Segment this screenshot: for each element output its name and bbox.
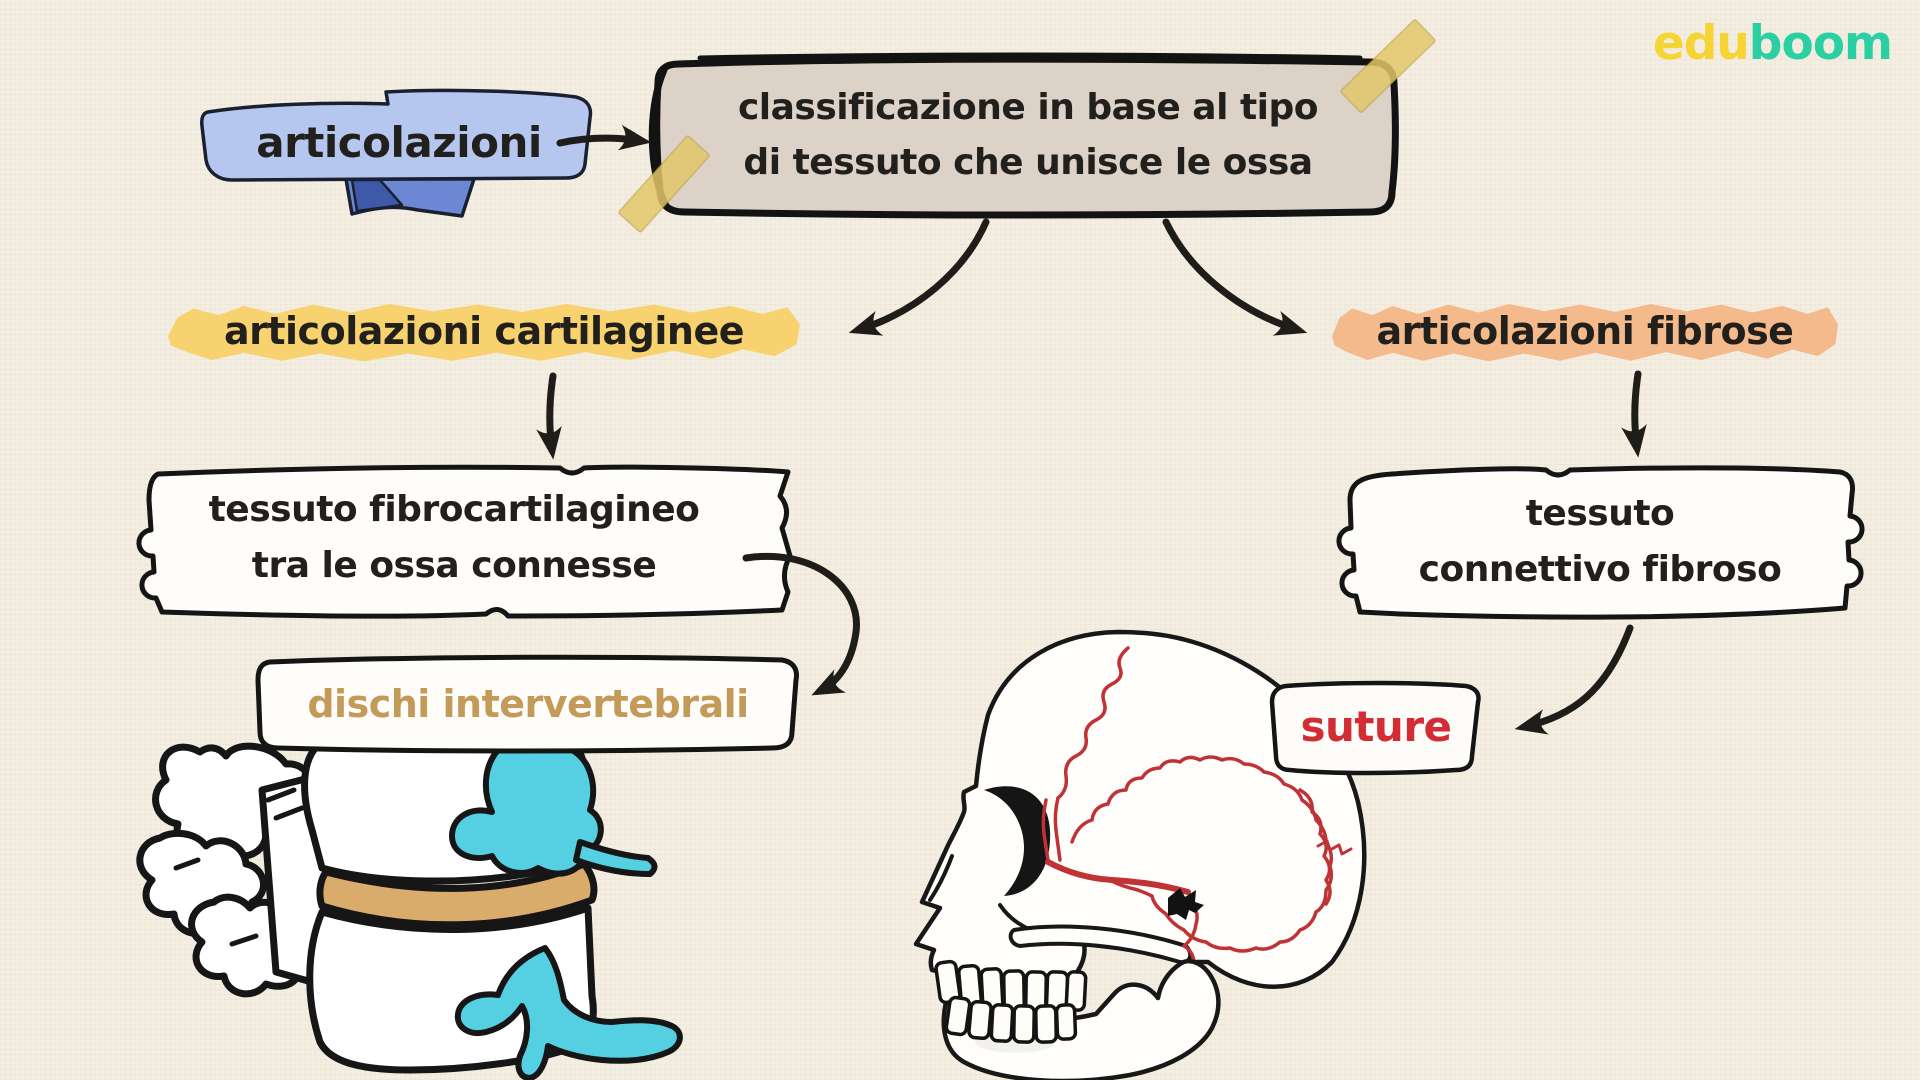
eye-socket	[984, 786, 1051, 896]
arrow-tissue-to-dischi	[742, 553, 860, 696]
dischi-intervertebrali-label: dischi intervertebrali	[307, 682, 749, 726]
spinal-nerves	[449, 739, 683, 1080]
tissue-fibrose-line2: connettivo fibroso	[1418, 549, 1782, 590]
arrow-root-to-classification	[556, 124, 652, 151]
tissue-fibrose-label: tessuto connettivo fibroso	[1356, 486, 1844, 598]
tissue-cartilaginee-line2: tra le ossa connesse	[251, 545, 657, 586]
fibrose-label: articolazioni fibrose	[1376, 309, 1794, 353]
logo-edu: edu	[1652, 16, 1750, 71]
classification-line1: classificazione in base al tipo	[737, 87, 1319, 128]
ear-canal-mark	[1168, 888, 1204, 920]
tissue-cartilaginee-label: tessuto fibrocartilagineo tra le ossa co…	[128, 482, 780, 594]
highlight-cartilaginee: articolazioni cartilaginee	[168, 303, 800, 362]
skull-with-sutures-illustration	[913, 629, 1367, 1080]
eduboom-logo: eduboom	[1642, 16, 1893, 71]
logo-boom: boom	[1748, 16, 1893, 71]
tape-bottom-left	[618, 135, 710, 233]
intervertebral-disc	[316, 860, 598, 929]
tape-top-right	[1340, 19, 1436, 113]
suture-box	[1269, 680, 1481, 776]
tissue-box-cartilaginee	[136, 464, 793, 619]
arrow-cartilaginee-to-tissue	[536, 372, 562, 460]
dischi-box	[255, 654, 799, 754]
tissue-box-fibrose	[1336, 465, 1865, 620]
classification-line2: di tessuto che unisce le ossa	[743, 142, 1313, 183]
highlight-fibrose: articolazioni fibrose	[1332, 303, 1838, 362]
arrow-tissue-to-suture	[1514, 624, 1634, 735]
arrow-fibrose-to-tissue	[1621, 370, 1647, 458]
root-ribbon	[200, 88, 593, 218]
tissue-fibrose-line1: tessuto	[1525, 493, 1675, 534]
arrow-classification-to-fibrose	[1162, 218, 1308, 336]
vertebrae-with-intervertebral-disc-illustration	[136, 729, 683, 1080]
cartilaginee-label: articolazioni cartilaginee	[223, 309, 745, 353]
arrow-classification-to-cartilaginee	[848, 218, 990, 336]
lower-teeth	[944, 995, 1078, 1044]
tissue-cartilaginee-line1: tessuto fibrocartilagineo	[208, 489, 700, 530]
classification-label: classificazione in base al tipo di tessu…	[662, 80, 1394, 190]
mandible	[941, 959, 1221, 1080]
root-label: articolazioni	[256, 117, 542, 167]
flow-arrows	[536, 124, 1647, 735]
suture-lines	[1041, 646, 1353, 982]
suture-label: suture	[1300, 701, 1452, 751]
